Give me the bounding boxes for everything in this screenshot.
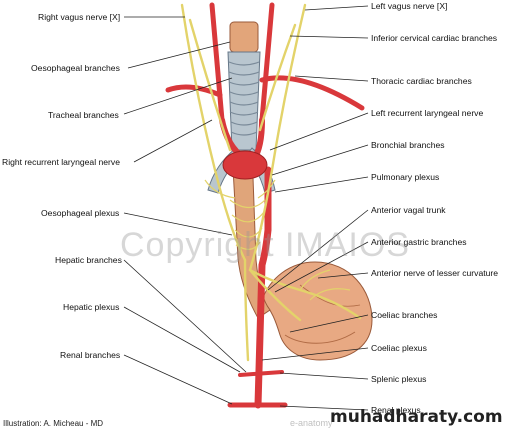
label-coeliac-branches: Coeliac branches [371, 310, 438, 320]
leader-lines [123, 5, 369, 411]
label-renal-plexus: Renal plexus [371, 405, 421, 415]
label-inferior-cervical-cardiac: Inferior cervical cardiac branches [371, 33, 498, 43]
label-renal-branches: Renal branches [60, 350, 121, 360]
label-tracheal-branches: Tracheal branches [48, 110, 119, 120]
label-left-vagus-nerve: Left vagus nerve [X] [371, 1, 448, 11]
label-splenic-plexus: Splenic plexus [371, 374, 427, 384]
watermark: Copyright IMAIOS [120, 226, 410, 264]
site-watermark: muhadharaty.com [330, 407, 503, 427]
label-coeliac-plexus: Coeliac plexus [371, 343, 427, 353]
stomach-fold [284, 331, 356, 344]
label-thoracic-cardiac: Thoracic cardiac branches [371, 76, 472, 86]
label-right-recurrent-laryngeal: Right recurrent laryngeal nerve [2, 157, 120, 167]
label-hepatic-branches: Hepatic branches [55, 255, 122, 265]
label-left-recurrent-laryngeal: Left recurrent laryngeal nerve [371, 108, 484, 118]
label-anterior-vagal-trunk: Anterior vagal trunk [371, 205, 446, 215]
label-pulmonary-plexus: Pulmonary plexus [371, 172, 440, 182]
label-hepatic-plexus: Hepatic plexus [63, 302, 120, 312]
label-oesophageal-branches: Oesophageal branches [31, 63, 120, 73]
plexus-fibres [204, 179, 351, 301]
stomach-fold [299, 284, 361, 307]
larynx [229, 21, 259, 53]
label-right-vagus-nerve: Right vagus nerve [X] [38, 12, 121, 22]
label-oesophageal-plexus: Oesophageal plexus [41, 208, 120, 218]
label-lesser-curvature: Anterior nerve of lesser curvature [371, 268, 499, 278]
label-bronchial-branches: Bronchial branches [371, 140, 445, 150]
label-anterior-gastric: Anterior gastric branches [371, 237, 467, 247]
anatomy-watermark: e-anatomy [290, 418, 333, 428]
aortic-arch [222, 150, 268, 180]
illustration-credit: Illustration: A. Micheau - MD [3, 419, 104, 428]
stomach [261, 261, 373, 361]
tracheal-rings [228, 61, 260, 136]
